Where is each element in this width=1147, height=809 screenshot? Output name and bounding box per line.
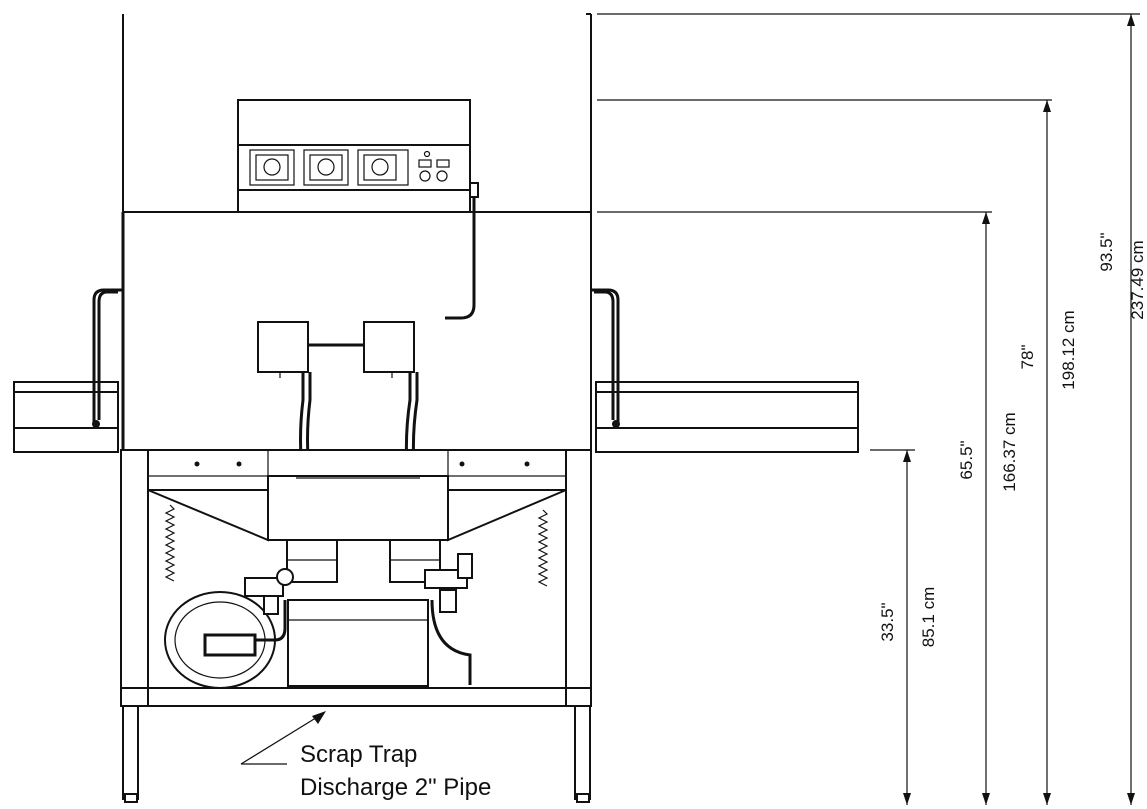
valve-right — [424, 553, 473, 613]
dial-2 — [303, 149, 349, 186]
wash-chamber — [121, 197, 592, 479]
callout-line-1: Scrap Trap — [300, 741, 417, 768]
dial-3 — [357, 149, 409, 186]
dimension-labels: 93.5" 237.49 cm 78" 198.12 cm 65.5" 166.… — [878, 232, 1147, 647]
legs — [122, 706, 591, 803]
callout-line-2: Discharge 2" Pipe — [300, 774, 491, 801]
valve-left — [244, 568, 294, 615]
control-panel-box — [237, 99, 479, 213]
dimension-93-5-in: 93.5" — [1097, 232, 1116, 271]
dimension-166-37-cm: 166.37 cm — [1000, 412, 1019, 491]
dimension-65-5-in: 65.5" — [957, 440, 976, 479]
scrap-trap-callout: Scrap Trap Discharge 2" Pipe — [240, 711, 491, 801]
dimension-85-1-cm: 85.1 cm — [919, 587, 938, 647]
left-tabling — [13, 288, 122, 453]
switch-cluster — [418, 150, 450, 182]
dimension-198-12-cm: 198.12 cm — [1059, 310, 1078, 389]
dimension-78-in: 78" — [1018, 345, 1037, 370]
dimension-lines — [597, 13, 1140, 805]
dimension-237-49-cm: 237.49 cm — [1128, 240, 1147, 319]
lower-frame — [120, 449, 592, 707]
dimension-33-5-in: 33.5" — [878, 602, 897, 641]
dial-1 — [249, 149, 295, 186]
right-tabling — [590, 288, 859, 453]
